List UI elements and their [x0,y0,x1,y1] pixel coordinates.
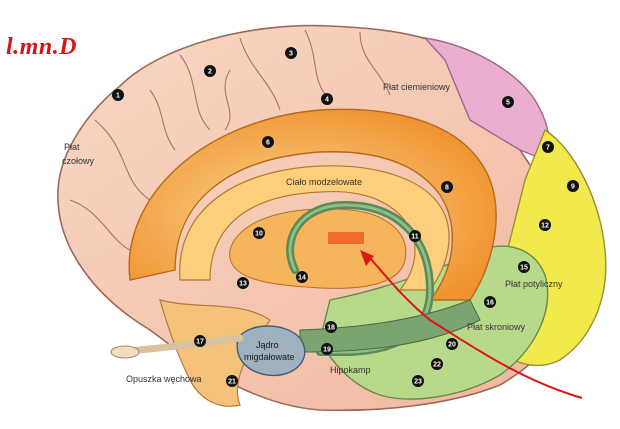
marker-dot-10 [253,227,265,239]
marker-number-4: 4 [325,97,329,104]
marker-number-8: 8 [445,185,449,192]
thalamus-region [229,208,407,289]
marker-number-22: 22 [433,362,441,369]
label-corpus-callosum: Ciało modzelowate [286,177,362,187]
marker-dot-22 [431,358,443,370]
marker-number-15: 15 [520,265,528,272]
marker-dot-14 [296,271,308,283]
marker-number-9: 9 [571,184,575,191]
label-amygdala-line2: migdałowate [244,352,295,362]
label-olfactory-bulb: Opuszka węchowa [126,374,202,384]
marker-number-21: 21 [228,379,236,386]
olfactory-bulb [110,345,140,359]
marker-dot-3 [285,47,297,59]
marker-dot-16 [484,296,496,308]
marker-number-6: 6 [266,140,270,147]
marker-dot-20 [446,338,458,350]
marker-dot-5 [502,96,514,108]
marker-dot-11 [409,230,421,242]
highlight-marker [328,232,364,244]
marker-number-1: 1 [116,93,120,100]
marker-number-2: 2 [208,69,212,76]
hippocampus [299,299,481,353]
label-amygdala-line1: Jądro [256,340,279,350]
marker-number-7: 7 [546,145,550,152]
marker-number-3: 3 [289,51,293,58]
marker-number-16: 16 [486,300,494,307]
marker-dot-21 [226,375,238,387]
marker-dot-17 [194,335,206,347]
marker-number-20: 20 [448,342,456,349]
marker-number-23: 23 [414,379,422,386]
label-frontal-line1: Płat [64,142,80,152]
marker-dot-8 [441,181,453,193]
watermark-text: l.mn.D [6,34,78,60]
marker-number-10: 10 [255,231,263,238]
marker-dot-7 [542,141,554,153]
label-temporal: Płat skroniowy [467,322,526,332]
marker-number-19: 19 [323,347,331,354]
label-hippocampus: Hipokamp [330,365,371,375]
marker-dot-12 [539,219,551,231]
marker-number-18: 18 [327,325,335,332]
marker-dot-2 [204,65,216,77]
marker-number-13: 13 [239,281,247,288]
label-occipital: Płat potyliczny [505,279,563,289]
marker-dot-9 [567,180,579,192]
marker-dot-23 [412,375,424,387]
marker-dot-18 [325,321,337,333]
marker-dot-13 [237,277,249,289]
annotation-arrow [369,257,583,399]
marker-dot-19 [321,343,333,355]
amygdala [236,325,306,377]
marker-number-12: 12 [541,223,549,230]
brainstem-area [159,299,271,407]
label-frontal-line2: czołowy [62,156,95,166]
label-parietal: Płat ciemieniowy [383,82,451,92]
marker-number-11: 11 [411,234,419,241]
cingulate-gyrus [128,108,497,301]
marker-dot-6 [262,136,274,148]
marker-dot-4 [321,93,333,105]
gyri-lines [69,29,391,251]
marker-number-14: 14 [298,275,306,282]
marker-number-17: 17 [196,339,204,346]
marker-dot-15 [518,261,530,273]
marker-number-5: 5 [506,100,510,107]
marker-dot-1 [112,89,124,101]
